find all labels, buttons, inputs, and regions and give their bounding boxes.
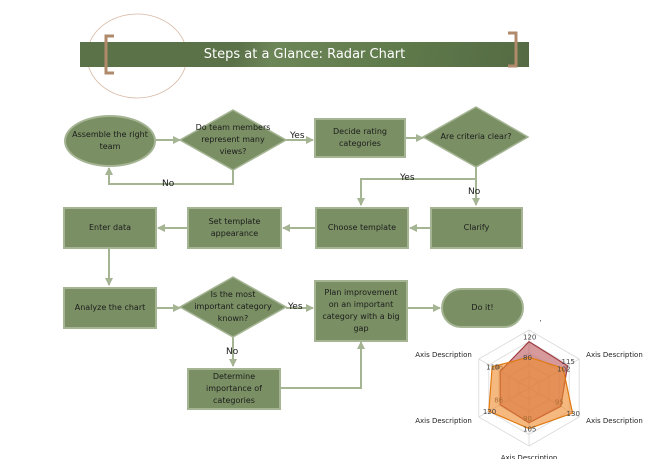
label-criteria-no: No	[468, 187, 481, 197]
page-title: Steps at a Glance: Radar Chart	[203, 47, 406, 62]
edge-criteria-yes	[357, 166, 477, 206]
bracket-decorations	[104, 31, 518, 75]
decision-team-views[interactable]	[178, 109, 288, 171]
node-important-known-text: Is the most important category known?	[194, 290, 272, 323]
radar-axis-label: Axis Description	[501, 454, 558, 459]
label-criteria-yes: Yes	[400, 173, 415, 183]
node-enter-data[interactable]: Enter data	[63, 207, 157, 249]
radar-data-label: 120	[483, 408, 496, 416]
radar-data-label: 110	[486, 364, 499, 372]
node-team-views-text: Do team members represent many views?	[195, 123, 271, 156]
title-banner	[80, 42, 529, 67]
radar-data-label: 120	[523, 334, 536, 342]
radar-chart: 1201159590868680102130105120110Axis Desc…	[415, 320, 643, 459]
decision-criteria-clear[interactable]	[421, 106, 530, 168]
edge-determine-to-plan	[281, 341, 365, 389]
node-set-appearance[interactable]: Set template appearance	[187, 207, 282, 249]
left-bracket-icon	[104, 34, 114, 75]
radar-data-label: 80	[523, 354, 532, 362]
node-plan-improvement[interactable]: Plan improvement on an important categor…	[314, 280, 408, 342]
radar-data-label: 130	[567, 410, 580, 418]
node-analyze-chart[interactable]: Analyze the chart	[63, 287, 157, 329]
radar-axis-label: Axis Description	[415, 351, 472, 359]
node-assemble-team[interactable]: Assemble the right team	[64, 115, 156, 167]
node-do-it[interactable]: Do it!	[441, 288, 524, 328]
label-known-no: No	[226, 347, 239, 357]
node-decide-categories[interactable]: Decide rating categories	[314, 118, 406, 158]
decision-important-known[interactable]	[178, 276, 288, 338]
radar-data-label: 105	[523, 426, 536, 434]
radar-axis-label: Axis Description	[501, 320, 558, 322]
right-bracket-icon	[508, 31, 518, 68]
node-choose-template[interactable]: Choose template	[315, 207, 409, 249]
radar-axis-label: Axis Description	[586, 417, 643, 425]
node-determine-importance[interactable]: Determine importance of categories	[187, 368, 281, 410]
label-known-yes: Yes	[288, 302, 303, 312]
label-views-yes: Yes	[290, 131, 305, 141]
label-views-no: No	[162, 179, 175, 189]
node-criteria-clear-text: Are criteria clear?	[440, 132, 512, 141]
radar-axis-label: Axis Description	[415, 417, 472, 425]
radar-data-label: 102	[557, 365, 570, 373]
radar-series-2	[488, 356, 574, 430]
radar-data-label: 115	[562, 358, 575, 366]
node-clarify[interactable]: Clarify	[430, 207, 523, 249]
edge-views-no	[105, 166, 234, 185]
radar-axis-label: Axis Description	[586, 351, 643, 359]
